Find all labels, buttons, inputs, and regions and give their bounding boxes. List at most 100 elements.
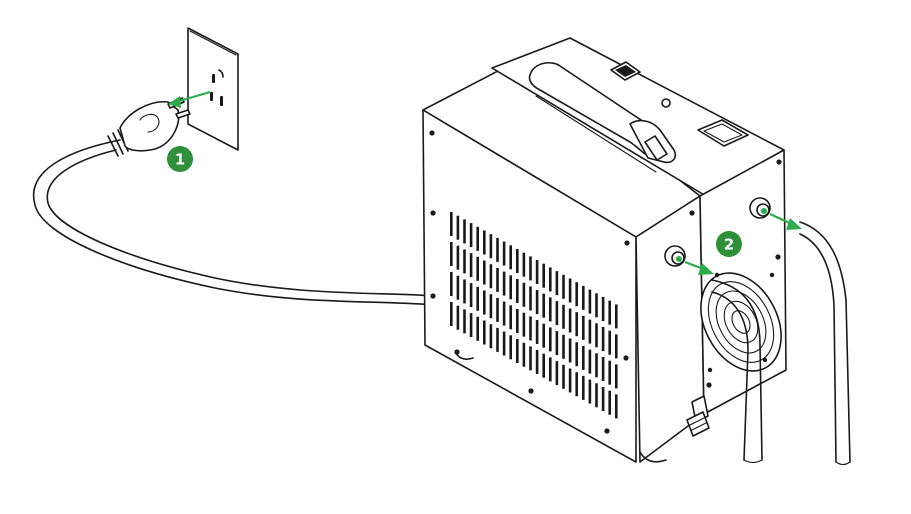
vent-slot xyxy=(509,335,512,360)
vent-slot xyxy=(555,331,559,356)
vent-slot xyxy=(483,260,486,285)
vent-slot xyxy=(535,350,539,374)
vent-slot xyxy=(463,279,466,304)
vent-slot xyxy=(469,253,473,278)
vent-slot xyxy=(575,312,578,337)
power-cord xyxy=(32,139,436,306)
vent-slot xyxy=(502,331,506,356)
vent-slot xyxy=(568,278,572,303)
vent-slot xyxy=(542,263,545,288)
vent-slot xyxy=(555,361,559,386)
vent-slot xyxy=(535,320,539,344)
vent-slot xyxy=(608,300,611,325)
vent-slot xyxy=(463,249,466,274)
indicator-light xyxy=(661,98,671,108)
vent-slot xyxy=(522,312,526,337)
vent-slot xyxy=(483,320,486,345)
vent-slot xyxy=(549,327,552,352)
vent-slot xyxy=(549,357,552,382)
vent-slot xyxy=(463,309,466,334)
vent-slot xyxy=(529,346,532,371)
temperature-display xyxy=(697,119,749,147)
vent-slot xyxy=(496,297,499,322)
vent-slot xyxy=(456,245,460,270)
vent-slot xyxy=(595,353,598,378)
vent-slot xyxy=(469,223,473,248)
vent-slot xyxy=(601,387,605,411)
vent-slot xyxy=(450,212,453,236)
vent-slot xyxy=(588,379,592,404)
outlet-hose-edge-2 xyxy=(799,233,837,463)
vent-slot xyxy=(522,342,526,367)
vent-slot xyxy=(463,219,466,244)
vent-slot xyxy=(568,338,572,363)
vent-slot xyxy=(542,323,545,348)
vent-slot xyxy=(601,297,605,321)
foot-rear xyxy=(639,451,667,463)
vent-slot xyxy=(483,230,486,255)
vent-slot xyxy=(615,394,618,419)
vent-slot xyxy=(456,275,460,300)
vent-slot xyxy=(608,330,611,355)
vent-slot xyxy=(469,313,473,338)
vent-slot xyxy=(608,360,611,385)
carry-handle xyxy=(528,61,677,173)
vent-slot xyxy=(450,302,453,326)
vent-slot xyxy=(529,316,532,341)
vent-slot xyxy=(522,282,526,307)
vent-slot xyxy=(516,339,519,363)
vent-slot xyxy=(562,304,565,329)
vent-slot xyxy=(601,327,605,351)
vent-slot xyxy=(595,293,598,318)
arrow-to-outlet-icon xyxy=(168,90,211,108)
vent-slot xyxy=(568,308,572,333)
vent-slot xyxy=(615,334,618,359)
water-hoses xyxy=(711,221,851,466)
water-inlet-connector xyxy=(664,245,686,267)
vent-slot xyxy=(562,364,565,389)
vent-slot xyxy=(529,256,532,281)
vent-slot xyxy=(575,372,578,397)
vent-slot xyxy=(476,316,479,341)
vent-slot xyxy=(568,368,572,393)
vent-slot xyxy=(595,323,598,348)
vent-slot xyxy=(509,305,512,330)
vent-slot xyxy=(575,342,578,367)
vent-slot xyxy=(502,241,506,266)
vent-slot xyxy=(542,293,545,318)
side-panel-screws xyxy=(429,130,782,434)
vent-slot xyxy=(502,301,506,326)
vent-slot xyxy=(615,364,618,389)
vent-slot xyxy=(496,327,499,352)
vent-slot xyxy=(582,315,585,340)
vent-slot xyxy=(588,349,592,374)
vent-slot xyxy=(555,271,559,296)
outlet-hose-edge-1 xyxy=(799,221,851,463)
vent-slot xyxy=(588,289,592,314)
vent-slot xyxy=(582,345,585,370)
vent-slot xyxy=(509,275,512,300)
arrow-to-hose-connectors-icon xyxy=(684,213,802,275)
vent-slot xyxy=(469,283,473,308)
vent-slot xyxy=(476,226,479,251)
vent-slot xyxy=(489,264,493,289)
vent-slot xyxy=(502,271,506,296)
vent-slot xyxy=(489,234,493,259)
callout-2-label: 2 xyxy=(724,236,734,254)
vent-slot xyxy=(615,304,618,329)
inlet-hose-edge-1 xyxy=(711,279,763,461)
vent-slot xyxy=(522,252,526,277)
side-panel xyxy=(422,109,637,463)
vent-slot xyxy=(483,290,486,315)
vent-slot xyxy=(456,305,460,330)
vent-slot xyxy=(489,294,493,319)
vent-slot xyxy=(476,256,479,281)
vent-slot xyxy=(542,353,545,378)
vent-slot xyxy=(496,267,499,292)
power-switch xyxy=(610,61,641,81)
vent-slot xyxy=(555,301,559,326)
callout-2: 2 xyxy=(716,231,742,257)
vent-slot xyxy=(516,279,519,303)
drain-valve xyxy=(686,395,710,437)
